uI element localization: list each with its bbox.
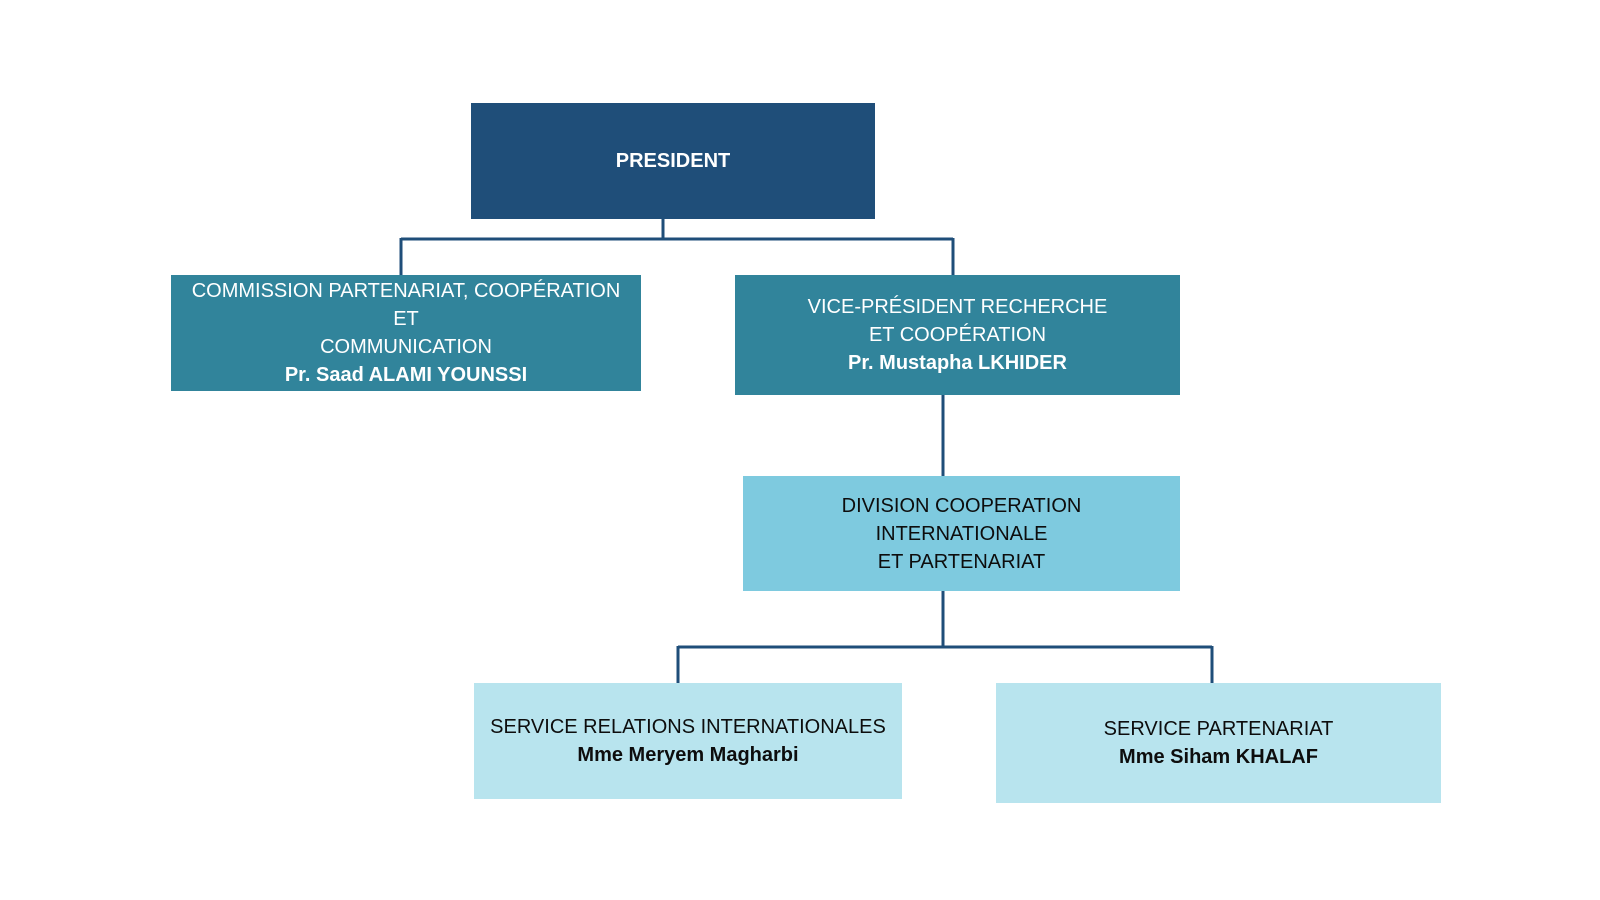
president-title: PRESIDENT — [615, 150, 731, 172]
service-partenariat-person: Mme Siham KHALAF — [1119, 746, 1318, 768]
service-partenariat-box: SERVICE PARTENARIAT Mme Siham KHALAF — [996, 683, 1441, 803]
service-relations-person: Mme Meryem Magharbi — [577, 744, 799, 766]
vice-president-title: VICE-PRÉSIDENT RECHERCHE ET COOPÉRATION — [807, 296, 1108, 346]
service-relations-title: SERVICE RELATIONS INTERNATIONALES — [490, 716, 886, 738]
vice-president-person: Pr. Mustapha LKHIDER — [848, 352, 1067, 374]
commission-box: COMMISSION PARTENARIAT, COOPÉRATION ET C… — [171, 275, 641, 391]
vice-president-box: VICE-PRÉSIDENT RECHERCHE ET COOPÉRATION … — [735, 275, 1180, 395]
service-partenariat-title: SERVICE PARTENARIAT — [1103, 718, 1334, 740]
service-relations-box: SERVICE RELATIONS INTERNATIONALES Mme Me… — [474, 683, 902, 799]
commission-person: Pr. Saad ALAMI YOUNSSI — [284, 364, 528, 386]
division-title: DIVISION COOPERATION INTERNATIONALE ET P… — [841, 494, 1082, 573]
division-box: DIVISION COOPERATION INTERNATIONALE ET P… — [743, 476, 1180, 591]
commission-title: COMMISSION PARTENARIAT, COOPÉRATION ET C… — [191, 280, 621, 358]
president-box: PRESIDENT — [471, 103, 875, 219]
